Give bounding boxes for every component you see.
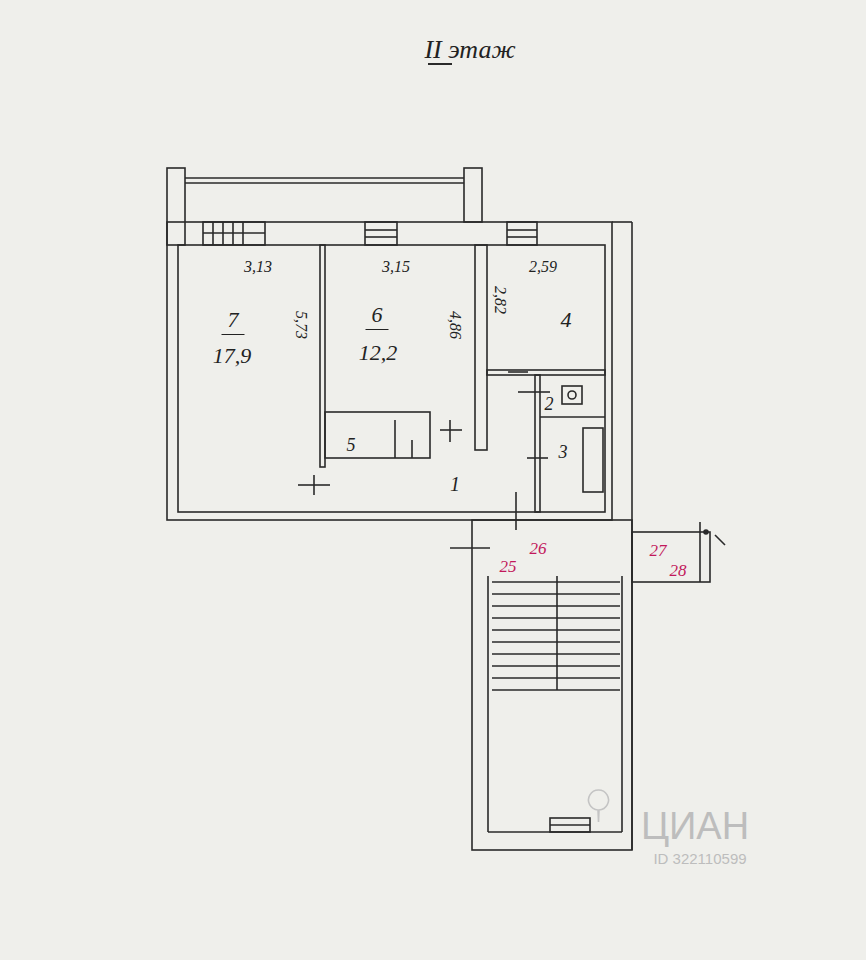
watermark: ЦИАН <box>641 807 749 845</box>
window-symbol <box>365 222 397 245</box>
room-area: 3 <box>540 419 583 512</box>
red-mark: 27 <box>650 542 667 559</box>
plan-title: II этаж <box>424 37 515 63</box>
dimension: 5,73 <box>293 311 309 339</box>
door-mark <box>411 440 413 458</box>
door-mark <box>715 535 725 545</box>
door-mark <box>515 492 517 530</box>
dimension: 4,86 <box>447 311 463 339</box>
door-mark <box>440 429 462 431</box>
closet-partition <box>394 420 396 458</box>
staircase-wall <box>621 576 623 832</box>
partition-wall <box>535 375 540 512</box>
door-mark <box>450 547 490 549</box>
room-number: 6 <box>366 304 389 330</box>
window-symbol <box>203 222 265 245</box>
red-mark: 25 <box>500 558 517 575</box>
red-mark: 28 <box>670 562 687 579</box>
balcony-rail <box>185 182 464 184</box>
dimension: 2,59 <box>529 259 557 275</box>
title-underline <box>428 63 452 65</box>
window-symbol <box>507 222 537 245</box>
door-mark <box>449 420 451 442</box>
room-number: 7 <box>222 309 245 335</box>
balcony-rail <box>185 177 464 179</box>
window-symbol <box>550 818 590 832</box>
room-number: 4 <box>561 309 572 331</box>
bathtub-symbol <box>583 428 603 492</box>
outer-wall <box>612 221 632 223</box>
niche-outline <box>632 532 710 582</box>
door-mark <box>508 371 528 373</box>
partition-wall <box>487 370 605 375</box>
stair-steps <box>492 582 620 690</box>
point-mark <box>704 530 708 534</box>
door-mark <box>527 457 548 459</box>
door-mark <box>313 475 315 495</box>
balcony-post <box>464 168 482 222</box>
balcony-post <box>167 168 185 245</box>
niche-outline <box>699 522 701 582</box>
watermark: ID 322110599 <box>653 851 746 866</box>
door-mark <box>518 391 550 393</box>
inner-wall <box>178 245 605 512</box>
dimension: 3,15 <box>382 259 410 275</box>
dimension: 3,13 <box>244 259 272 275</box>
dimension: 2,82 <box>492 286 508 314</box>
staircase-wall <box>472 520 632 850</box>
room-number: 3 <box>559 443 568 461</box>
room-number: 5 <box>347 436 356 454</box>
toilet-symbol <box>562 386 582 404</box>
room-area: 2 <box>540 378 605 417</box>
room-area: 5 <box>325 415 395 458</box>
stair-divider <box>556 576 558 690</box>
partition-wall <box>475 245 487 450</box>
outer-wall <box>167 222 612 520</box>
room-area: 1 <box>430 458 535 512</box>
room-area-value: 17,9 <box>213 345 252 367</box>
room-number: 1 <box>450 474 460 494</box>
closet-wall <box>325 412 430 458</box>
partition-wall <box>540 416 605 418</box>
room-area: 717,9 <box>178 245 320 512</box>
red-mark: 26 <box>530 540 547 557</box>
staircase-wall <box>487 576 489 832</box>
watermark-pin <box>588 790 608 822</box>
toilet-symbol <box>568 391 576 399</box>
room-number: 2 <box>545 395 554 413</box>
room-area-value: 12,2 <box>359 342 398 364</box>
